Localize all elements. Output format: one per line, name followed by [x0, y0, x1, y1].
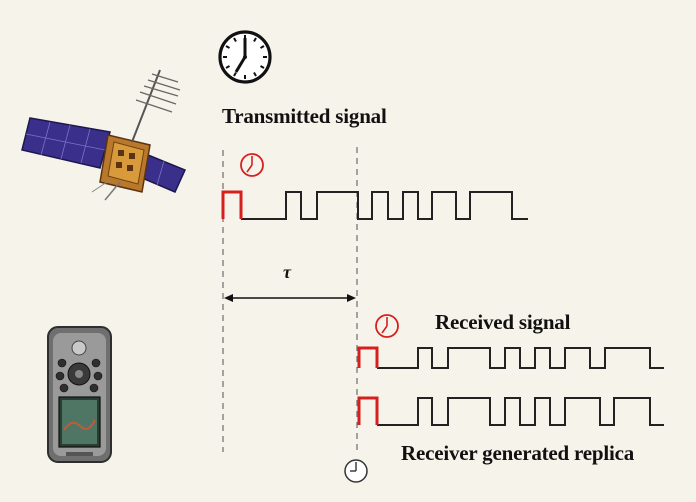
- transmitted-signal-waveform: [241, 191, 528, 220]
- received-signal-waveform: [377, 347, 664, 369]
- top-clock-icon: [218, 30, 272, 84]
- received-code-start: [357, 346, 379, 368]
- transmit-clock-icon: [240, 153, 264, 177]
- received-signal-label: Received signal: [435, 310, 571, 334]
- receive-clock-icon: [375, 314, 399, 338]
- transmitted-code-start: [221, 190, 243, 219]
- replica-signal-waveform: [377, 397, 664, 426]
- delay-arrow: [224, 294, 356, 302]
- replica-clock-icon: [344, 459, 368, 483]
- gps-receiver-icon: [47, 326, 112, 463]
- satellite-icon: [21, 69, 187, 201]
- transmitted-signal-label: Transmitted signal: [222, 104, 387, 128]
- replica-signal-label: Receiver generated replica: [401, 441, 635, 465]
- delay-tau-label: τ: [283, 262, 291, 282]
- replica-code-start: [357, 396, 379, 425]
